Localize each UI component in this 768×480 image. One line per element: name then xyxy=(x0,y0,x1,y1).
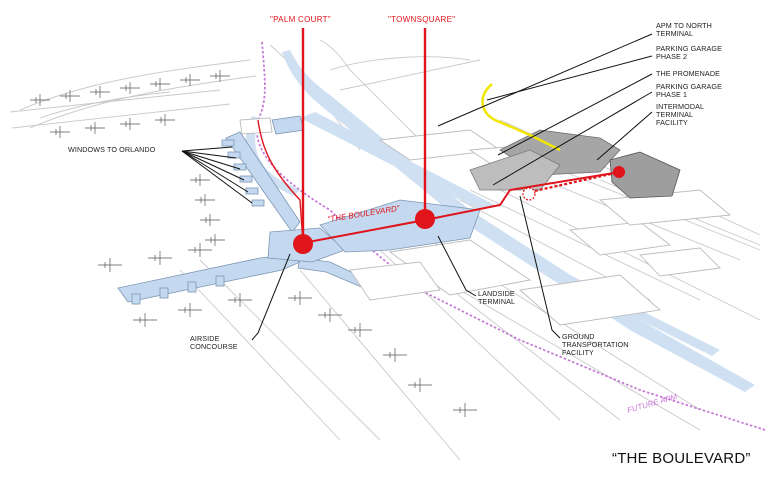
future-apm-line xyxy=(255,41,766,431)
label-parking-garage-phase-1: PARKING GARAGE PHASE 1 xyxy=(656,82,724,99)
leader-lines xyxy=(181,33,653,341)
label-future-apm: FUTURE APM xyxy=(626,392,679,415)
intermodal-node xyxy=(613,166,625,178)
runway-lines xyxy=(9,89,381,441)
caption-the-boulevard: “THE BOULEVARD” xyxy=(612,450,751,467)
apm-north-line xyxy=(481,83,561,152)
palm-court-node xyxy=(293,234,313,254)
label-parking-garage-phase-2: PARKING GARAGE PHASE 2 xyxy=(656,44,724,61)
label-apm-to-north-terminal: APM TO NORTH TERMINAL xyxy=(656,21,714,38)
townsquare-node xyxy=(415,209,435,229)
promenade-node xyxy=(522,187,536,201)
label-intermodal-terminal-facility: INTERMODAL TERMINAL FACILITY xyxy=(656,102,706,127)
labels: "PALM COURT" "TOWNSQUARE" "THE BOULEVARD… xyxy=(68,15,751,467)
landside-buildings xyxy=(239,117,732,326)
label-airside-concourse: AIRSIDE CONCOURSE xyxy=(190,334,238,351)
label-windows-to-orlando: WINDOWS TO ORLANDO xyxy=(68,145,156,154)
label-palm-court: "PALM COURT" xyxy=(270,15,331,24)
label-ground-transportation-facility: GROUND TRANSPORTATION FACILITY xyxy=(562,332,631,357)
airplanes xyxy=(30,70,477,417)
boulevard-path xyxy=(257,119,621,244)
intermodal-terminal xyxy=(469,129,681,199)
label-the-promenade: THE PROMENADE xyxy=(656,69,720,78)
label-landside-terminal: LANDSIDE TERMINAL xyxy=(478,289,517,306)
label-townsquare: "TOWNSQUARE" xyxy=(388,15,455,24)
